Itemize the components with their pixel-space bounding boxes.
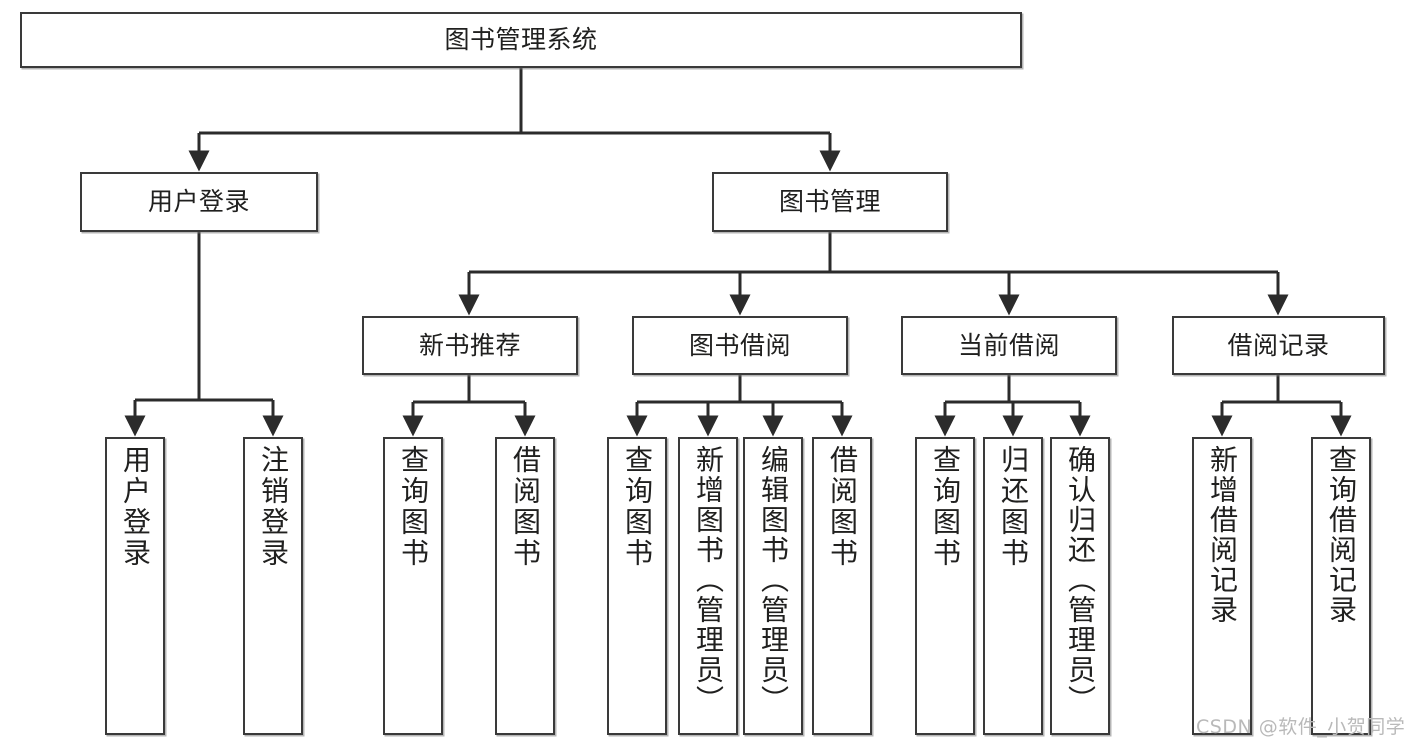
node-label: 借阅图书 [826, 445, 859, 569]
leaf-current-return-book[interactable]: 归还图书 [983, 437, 1043, 735]
leaf-records-add-record[interactable]: 新增借阅记录 [1192, 437, 1252, 735]
node-user-login[interactable]: 用户登录 [80, 172, 318, 232]
node-label: 新增借阅记录 [1206, 445, 1239, 625]
leaf-current-query-book[interactable]: 查询图书 [915, 437, 975, 735]
node-label: 查询图书 [929, 445, 962, 569]
leaf-user-login-signout[interactable]: 注销登录 [243, 437, 303, 735]
node-label: 新增图书（管理员） [692, 445, 725, 715]
leaf-current-confirm-return-admin[interactable]: 确认归还（管理员） [1050, 437, 1110, 735]
node-label: 借阅图书 [509, 445, 542, 569]
node-book-borrow[interactable]: 图书借阅 [632, 316, 848, 375]
node-label: 用户登录 [119, 445, 152, 569]
leaf-user-login-signin[interactable]: 用户登录 [105, 437, 165, 735]
leaf-borrow-edit-book-admin[interactable]: 编辑图书（管理员） [743, 437, 803, 735]
node-label: 确认归还（管理员） [1064, 445, 1097, 715]
node-label: 图书借阅 [688, 330, 791, 360]
leaf-borrow-borrow-book[interactable]: 借阅图书 [812, 437, 872, 735]
node-label: 归还图书 [997, 445, 1030, 569]
node-borrow-records[interactable]: 借阅记录 [1172, 316, 1385, 375]
node-label: 查询图书 [397, 445, 430, 569]
leaf-new-books-query-book[interactable]: 查询图书 [383, 437, 443, 735]
node-label: 当前借阅 [957, 330, 1060, 360]
node-label: 查询借阅记录 [1325, 445, 1358, 625]
node-new-book-recommendation[interactable]: 新书推荐 [362, 316, 578, 375]
node-root-book-management-system[interactable]: 图书管理系统 [20, 12, 1022, 68]
node-label: 图书管理系统 [444, 25, 598, 54]
node-current-borrow[interactable]: 当前借阅 [901, 316, 1117, 375]
leaf-records-query-record[interactable]: 查询借阅记录 [1311, 437, 1371, 735]
node-book-management[interactable]: 图书管理 [712, 172, 948, 232]
leaf-borrow-add-book-admin[interactable]: 新增图书（管理员） [678, 437, 738, 735]
node-label: 新书推荐 [418, 330, 521, 360]
leaf-new-books-borrow-book[interactable]: 借阅图书 [495, 437, 555, 735]
node-label: 借阅记录 [1227, 330, 1330, 360]
node-label: 用户登录 [147, 187, 250, 216]
node-label: 图书管理 [778, 187, 881, 216]
leaf-borrow-query-book[interactable]: 查询图书 [607, 437, 667, 735]
node-label: 注销登录 [257, 445, 290, 569]
csdn-watermark: CSDN @软件_小贺同学 [1196, 716, 1405, 738]
node-label: 查询图书 [621, 445, 654, 569]
node-label: 编辑图书（管理员） [757, 445, 790, 715]
